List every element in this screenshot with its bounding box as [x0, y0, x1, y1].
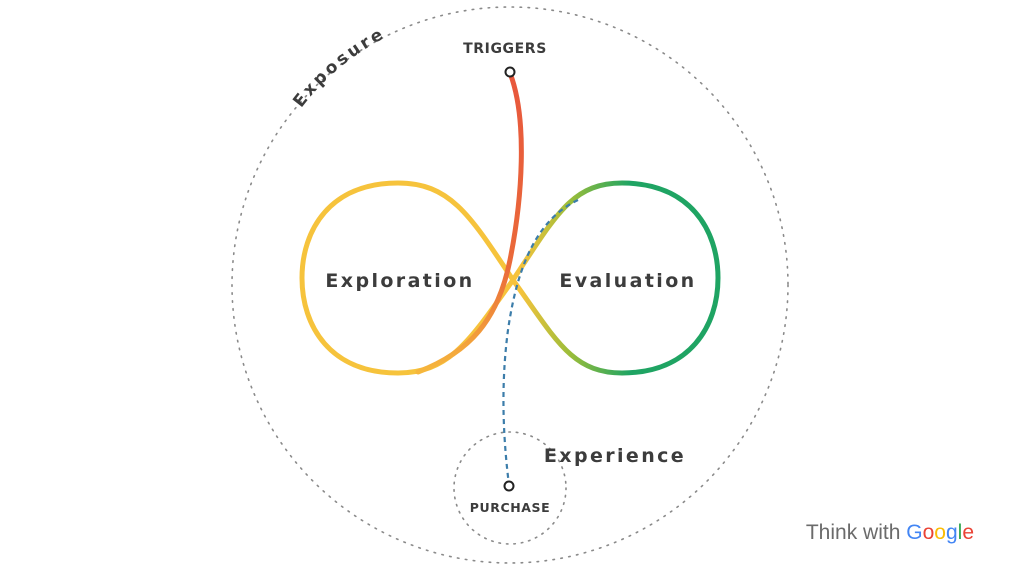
think-with-google-logo: Think with Google	[806, 521, 974, 545]
exposure-circle	[231, 6, 789, 564]
trigger-path	[415, 70, 524, 375]
experience-circle	[453, 431, 567, 545]
google-letter: g	[945, 521, 958, 544]
google-wordmark: Google	[906, 521, 974, 544]
triggers-node	[504, 66, 516, 78]
exposure-label: Exposure	[289, 23, 389, 111]
google-letter: o	[922, 521, 935, 544]
exploration-label: Exploration	[325, 270, 474, 292]
brand-prefix: Think with	[805, 521, 901, 544]
purchase-label: PURCHASE	[470, 500, 551, 515]
evaluation-loop	[510, 180, 721, 376]
google-letter: l	[957, 521, 963, 544]
experience-label: Experience	[544, 445, 686, 467]
google-letter: G	[906, 521, 923, 544]
evaluation-label: Evaluation	[559, 270, 696, 292]
purchase-node	[503, 480, 515, 492]
google-letter: o	[934, 521, 946, 544]
purchase-path	[502, 199, 579, 486]
triggers-label: TRIGGERS	[463, 41, 547, 57]
google-letter: e	[962, 521, 974, 544]
